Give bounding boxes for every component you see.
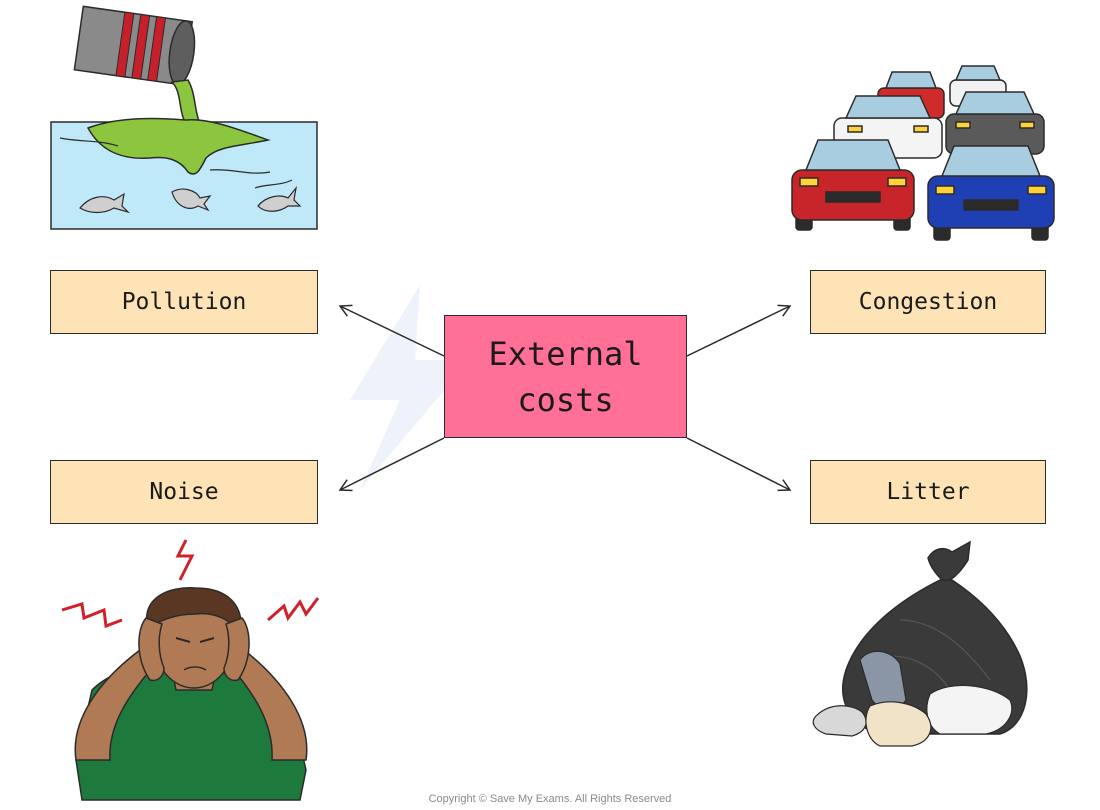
external-costs-box: External costs: [444, 315, 687, 438]
center-label-line2: costs: [517, 380, 614, 419]
noise-label: Noise: [149, 479, 219, 505]
congestion-box: Congestion: [810, 270, 1046, 334]
pollution-box: Pollution: [50, 270, 318, 334]
litter-box: Litter: [810, 460, 1046, 524]
center-label-line1: External: [488, 334, 643, 373]
litter-illustration: [812, 540, 1028, 747]
congestion-label: Congestion: [858, 289, 998, 315]
noise-illustration: [61, 539, 320, 801]
arrow-to-congestion: [686, 304, 792, 357]
watermark-logo: [350, 285, 470, 490]
noise-box: Noise: [50, 460, 318, 524]
arrow-to-litter: [686, 437, 792, 492]
arrow-to-noise: [338, 437, 445, 492]
traffic-illustration: [791, 65, 1055, 241]
copyright-notice: Copyright © Save My Exams. All Rights Re…: [428, 793, 672, 805]
pollution-label: Pollution: [121, 289, 247, 315]
pollution-illustration: [50, 5, 318, 230]
arrow-to-pollution: [338, 304, 445, 357]
litter-label: Litter: [886, 479, 970, 505]
